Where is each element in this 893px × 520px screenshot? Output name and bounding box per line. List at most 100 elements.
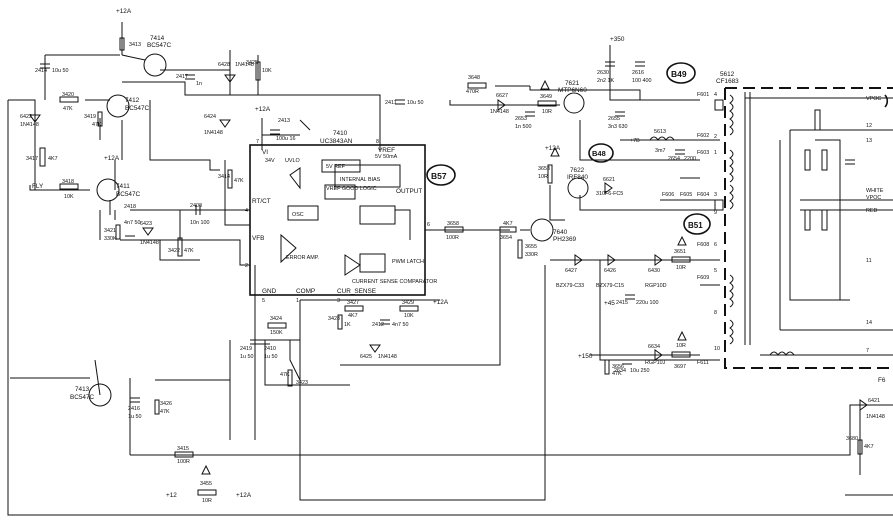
resistor-value: 100R bbox=[446, 235, 459, 241]
bubble-b49 bbox=[666, 62, 696, 84]
transistor-7640 bbox=[530, 218, 554, 242]
diode-type: 1N4148 bbox=[866, 414, 885, 420]
capacitor-value: 100u 16 bbox=[276, 136, 296, 142]
resistor-ref: 3422 bbox=[168, 248, 180, 254]
resistor-value: 4K7 bbox=[48, 156, 58, 162]
resistor-value: 10R bbox=[202, 498, 212, 504]
node-label: F604 bbox=[697, 192, 709, 198]
resistor-ref: 3680 bbox=[846, 436, 858, 442]
transistor-ref: 7621 bbox=[565, 80, 580, 87]
block-pwm-latch: PWM LATCH bbox=[392, 259, 424, 265]
resistor-3422 bbox=[177, 237, 183, 257]
diode-ref: 6427 bbox=[565, 268, 577, 274]
fly-label: FLY bbox=[32, 183, 44, 190]
diode-6428 bbox=[224, 74, 236, 83]
transistor-ref: 7413 bbox=[75, 386, 90, 393]
resistor-value: 47K bbox=[234, 178, 244, 184]
transformer-5612 bbox=[729, 94, 734, 345]
resistor-value: 10K bbox=[262, 68, 272, 74]
capacitor-value: 10u 50 bbox=[52, 68, 69, 74]
resistor-ref: 3455 bbox=[200, 481, 212, 487]
transformer-pin: 9 bbox=[714, 210, 717, 216]
block-vref-good: VREF GOOD LOGIC bbox=[326, 186, 377, 192]
capacitor-2415 bbox=[625, 294, 635, 300]
supply-label: +12 bbox=[166, 492, 177, 499]
capacitor-ref: 2418 bbox=[124, 204, 136, 210]
resistor-3654 bbox=[499, 226, 517, 233]
node-label: F602 bbox=[697, 133, 709, 139]
capacitor-2616 bbox=[635, 61, 645, 67]
supply-label: +12A bbox=[116, 8, 132, 15]
resistor-value: 47K bbox=[280, 372, 290, 378]
capacitor-2655 bbox=[615, 111, 625, 117]
bubble-b51 bbox=[683, 213, 711, 235]
resistor-value: 47K bbox=[160, 409, 170, 415]
transformer-ref: 5612 bbox=[720, 71, 735, 78]
node-label: F611 bbox=[697, 360, 709, 366]
resistor-3413 bbox=[119, 37, 125, 51]
capacitor-ref: 2654 bbox=[668, 156, 680, 162]
capacitor-ref: 2655 bbox=[608, 116, 620, 122]
transistor-type: BC547C bbox=[125, 105, 150, 112]
resistor-ref: 3655 bbox=[525, 244, 537, 250]
transistor-7621 bbox=[563, 92, 585, 114]
ic-pin-vref: VREF bbox=[378, 147, 395, 154]
resistor-ref: 3658 bbox=[447, 221, 459, 227]
ic-pin-gnd: GND bbox=[262, 288, 277, 295]
resistor-value: 10R bbox=[676, 343, 686, 349]
capacitor-value: 1u 50 bbox=[240, 354, 254, 360]
supply-label: +150 bbox=[578, 353, 593, 360]
supply-label: +12A bbox=[236, 492, 252, 499]
resistor-3651 bbox=[671, 256, 691, 263]
capacitor-ref: 2419 bbox=[240, 346, 252, 352]
capacitor-value: 4n7 50 bbox=[392, 322, 409, 328]
resistor-3649 bbox=[537, 100, 557, 107]
resistor-3418 bbox=[59, 183, 79, 190]
bubble-label: B57 bbox=[431, 171, 447, 181]
capacitor-2653 bbox=[525, 111, 535, 117]
diode-6423 bbox=[142, 227, 154, 236]
diode-6634 bbox=[654, 349, 663, 361]
pin-number: 7 bbox=[256, 139, 259, 145]
capacitor-value: 1n bbox=[196, 81, 202, 87]
transistor-type: PH2369 bbox=[553, 236, 577, 243]
warning-icon bbox=[677, 330, 687, 341]
capacitor-2418 bbox=[125, 235, 135, 241]
diode-type: 1N4148 bbox=[140, 240, 159, 246]
diode-type: BZX79-C33 bbox=[556, 283, 584, 289]
capacitor-2408 bbox=[195, 205, 201, 215]
transformer-pin: 2 bbox=[714, 134, 717, 140]
resistor-value: 47K bbox=[92, 122, 102, 128]
resistor-3420 bbox=[59, 96, 79, 103]
ic-pin-rt: RT/CT bbox=[252, 198, 271, 205]
capacitor-2413 bbox=[270, 129, 280, 135]
resistor-ref: 3413 bbox=[129, 42, 141, 48]
resistor-value: 10K bbox=[64, 194, 74, 200]
resistor-ref: 3421 bbox=[104, 228, 116, 234]
capacitor-value: 2200 bbox=[684, 156, 696, 162]
resistor-ref: 3656 bbox=[612, 364, 624, 370]
capacitor-value: 10n 100 bbox=[190, 220, 210, 226]
resistor-ref: 3418 bbox=[62, 179, 74, 185]
resistor-3648 bbox=[467, 82, 487, 89]
node-label: F6 bbox=[878, 377, 886, 384]
resistor-value: 330R bbox=[525, 252, 538, 258]
diode-6427 bbox=[574, 254, 583, 266]
resistor-3424 bbox=[267, 322, 287, 329]
capacitor-2634 bbox=[622, 359, 632, 365]
diode-ref: 6422 bbox=[20, 114, 32, 120]
pin-number: 2 bbox=[245, 263, 248, 269]
ic-pin-vi: VI bbox=[262, 149, 268, 156]
diode-ref: 6425 bbox=[360, 354, 372, 360]
node-label: F605 bbox=[680, 192, 692, 198]
diode-type: 1N4148 bbox=[235, 62, 254, 68]
resistor-3414 bbox=[227, 169, 233, 189]
bubble-label: B48 bbox=[592, 149, 606, 158]
resistor-ref: 3653 bbox=[538, 166, 550, 172]
diode-6621 bbox=[604, 182, 613, 194]
diode-type: 1N4148 bbox=[204, 130, 223, 136]
diode-ref: 6423 bbox=[140, 221, 152, 227]
resistor-value: 47K bbox=[612, 371, 622, 377]
transistor-ref: 7411 bbox=[116, 183, 130, 190]
